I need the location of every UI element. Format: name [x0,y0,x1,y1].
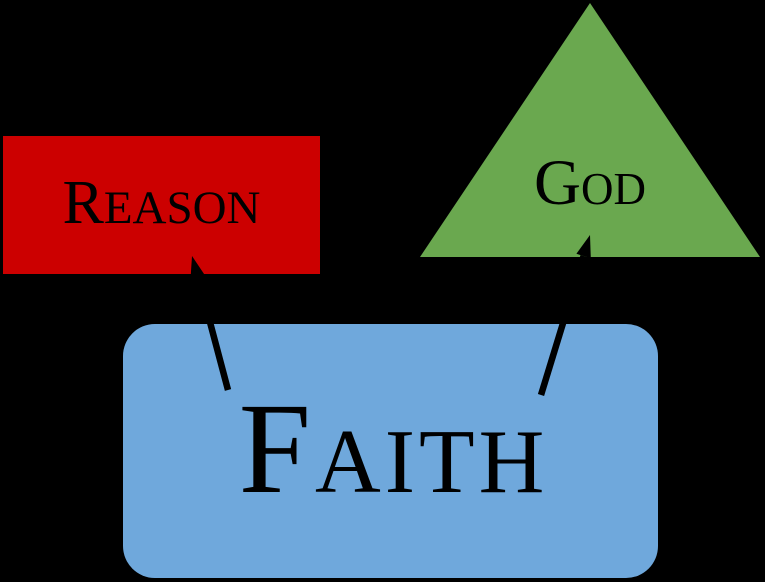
faith-to-god-connector-line [537,255,587,396]
reason-rectangle [3,136,320,274]
faith-to-god-arrowhead [576,235,591,259]
faith-to-reason-arrowhead [190,256,205,280]
faith-rounded-rectangle [123,324,658,578]
god-triangle [420,3,760,257]
faith-to-reason-connector-line [194,276,232,391]
